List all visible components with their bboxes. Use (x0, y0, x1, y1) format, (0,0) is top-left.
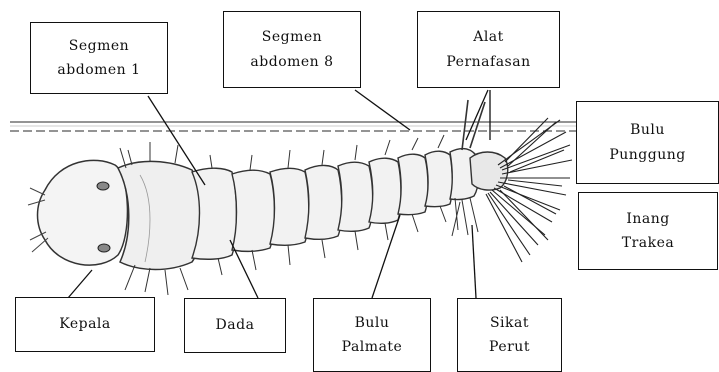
water-surface (10, 122, 578, 131)
larva-thorax (118, 161, 202, 269)
label-bulu-punggung: Bulu Punggung (576, 101, 719, 184)
label-segmen-abdomen-1: Segmen abdomen 1 (30, 22, 168, 94)
label-bulu-palmate: Bulu Palmate (313, 298, 431, 372)
label-kepala: Kepala (15, 297, 155, 352)
larva-abdomen (192, 148, 479, 259)
label-inang-trakea: Inang Trakea (578, 192, 718, 270)
label-sikat-perut: Sikat Perut (457, 298, 562, 372)
label-segmen-abdomen-8: Segmen abdomen 8 (223, 11, 361, 88)
tail-brush (486, 118, 572, 262)
label-dada: Dada (184, 298, 286, 353)
larva-head (28, 160, 127, 265)
label-alat-pernafasan: Alat Pernafasan (417, 11, 560, 88)
